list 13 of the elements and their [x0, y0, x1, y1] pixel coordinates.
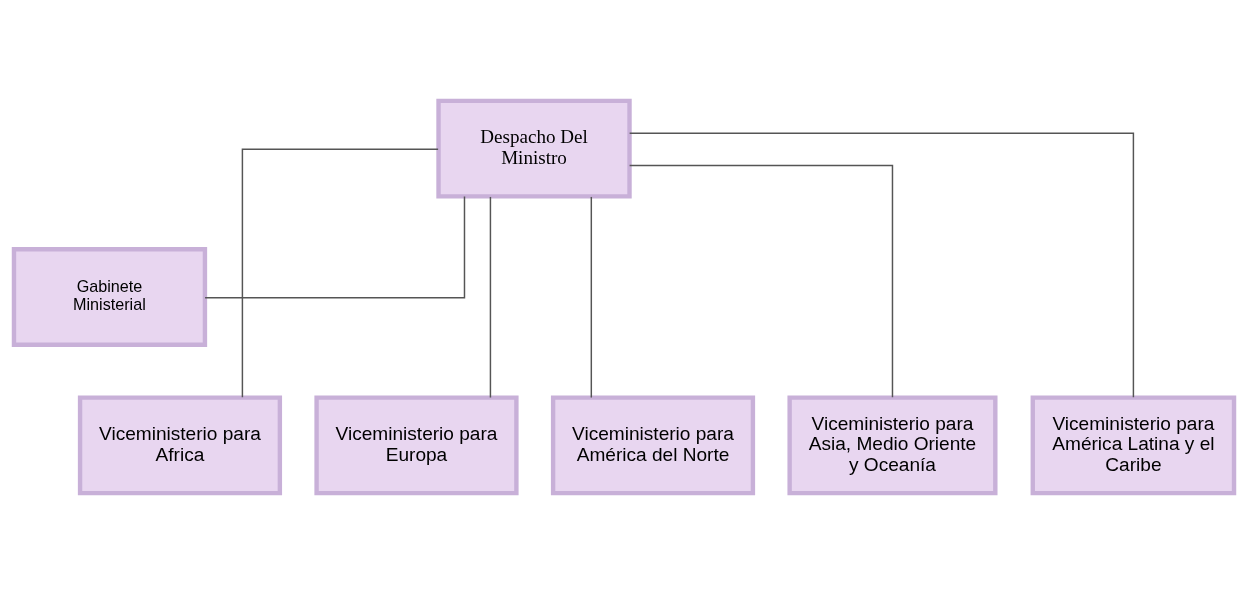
connector [628, 131, 1135, 398]
node-box: Gabinete Ministerial [11, 246, 208, 347]
node-box: Viceministerio para América Latina y el Caribe [1030, 394, 1237, 495]
node-box: Despacho Del Ministro [436, 98, 632, 199]
node-box: Viceministerio para Asia, Medio Oriente y Oceanía [787, 394, 998, 495]
connector [489, 195, 492, 398]
node-box: Viceministerio para Europa [314, 394, 519, 495]
connector [204, 195, 466, 298]
connector [628, 164, 894, 398]
connector [241, 148, 439, 398]
node-box: Viceministerio para América del Norte [550, 394, 756, 495]
node-box: Viceministerio para Africa [77, 394, 283, 495]
connector [590, 195, 593, 398]
